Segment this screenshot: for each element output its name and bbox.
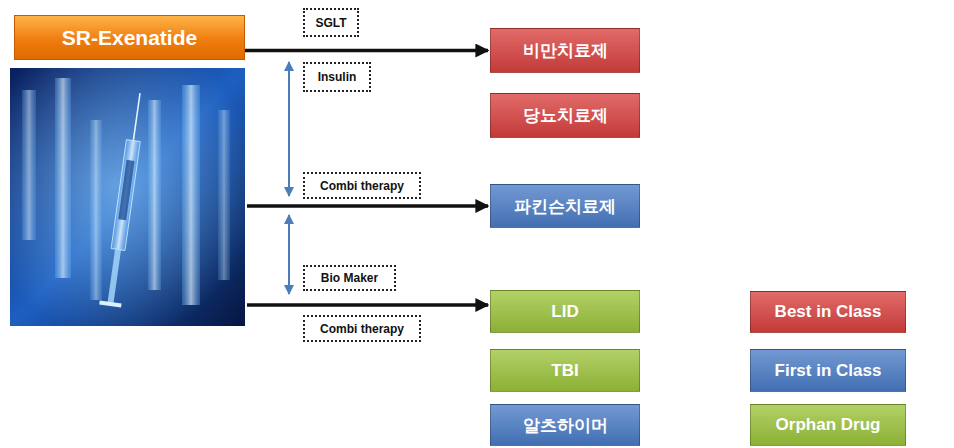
legend-label: Orphan Drug: [776, 415, 881, 435]
node-label: 알츠하이머: [523, 414, 608, 437]
process-box: TBI: [490, 349, 640, 392]
dashed-label-box: Combi therapy: [303, 315, 421, 342]
double-arrow: [288, 62, 290, 196]
flow-arrow: [245, 49, 488, 53]
node-label: SR-Exenatide: [62, 26, 197, 50]
node-label: Bio Maker: [321, 271, 378, 285]
syringe-barrel: [182, 85, 200, 305]
syringe-barrel: [55, 78, 71, 278]
syringe-barrel: [22, 90, 36, 240]
process-box: LID: [490, 290, 640, 333]
legend-swatch: Orphan Drug: [750, 404, 906, 446]
node-label: 당뇨치료제: [523, 104, 608, 127]
legend-swatch: First in Class: [750, 349, 906, 392]
process-box: 알츠하이머: [490, 404, 640, 446]
photo-background: [10, 68, 245, 326]
syringe-barrel: [90, 120, 102, 300]
dashed-label-box: Combi therapy: [303, 172, 421, 199]
legend-label: First in Class: [775, 361, 882, 381]
dashed-label-box: Bio Maker: [303, 265, 396, 291]
node-label: 비만치료제: [523, 39, 608, 62]
title-box: SR-Exenatide: [14, 15, 245, 60]
node-label: TBI: [551, 361, 578, 381]
syringe-fluid: [118, 160, 134, 221]
dashed-label-box: Insulin: [303, 62, 371, 92]
photo-glow: [10, 68, 245, 326]
node-label: SGLT: [315, 16, 346, 30]
syringe-barrel: [218, 110, 230, 280]
process-box: 당뇨치료제: [490, 93, 640, 138]
needle: [133, 93, 140, 141]
dashed-label-box: SGLT: [303, 8, 359, 37]
legend-swatch: Best in Class: [750, 291, 906, 333]
node-label: Combi therapy: [320, 322, 404, 336]
photo-group: [10, 68, 245, 326]
process-box: 비만치료제: [490, 28, 640, 73]
flow-arrow: [247, 204, 488, 208]
plunger: [107, 249, 121, 304]
main-syringe: [99, 92, 151, 308]
syringe-barrel: [148, 100, 161, 290]
plunger-cap: [99, 300, 121, 307]
syringe-barrel: [111, 140, 140, 251]
node-label: LID: [551, 302, 578, 322]
process-box: 파킨슨치료제: [490, 184, 640, 228]
flow-arrow: [247, 303, 488, 307]
legend-label: Best in Class: [775, 302, 882, 322]
double-arrow: [288, 215, 290, 294]
node-label: Combi therapy: [320, 179, 404, 193]
node-label: 파킨슨치료제: [514, 195, 616, 218]
node-label: Insulin: [318, 70, 357, 84]
